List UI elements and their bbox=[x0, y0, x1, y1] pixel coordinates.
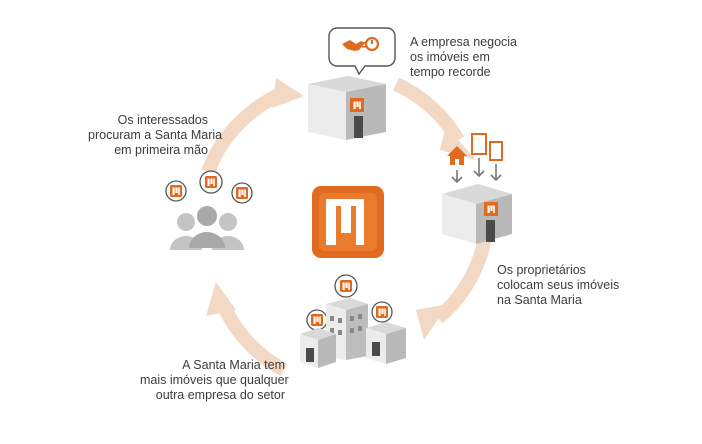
apartment-icon bbox=[471, 133, 503, 161]
caption-line: Os proprietários bbox=[497, 263, 586, 277]
caption-line: tempo recorde bbox=[410, 65, 491, 79]
property-intake-icon bbox=[442, 133, 512, 244]
caption-line: os imóveis em bbox=[410, 50, 490, 64]
caption-line: mais imóveis que qualquer bbox=[140, 373, 289, 387]
negotiation-building bbox=[308, 27, 396, 140]
arrow-head-right bbox=[416, 304, 448, 340]
caption-line: colocam seus imóveis bbox=[497, 278, 620, 292]
down-arrow-icons bbox=[451, 158, 502, 184]
caption-interested-seek: Os interessados procuram a Santa Maria e… bbox=[88, 113, 223, 158]
caption-line: Os interessados bbox=[117, 113, 208, 127]
people-icon bbox=[165, 170, 253, 250]
handshake-speed-icon bbox=[342, 36, 380, 52]
arrow-head-top-right bbox=[440, 126, 476, 160]
caption-line: outra empresa do setor bbox=[155, 388, 285, 402]
caption-most-properties: A Santa Maria tem mais imóveis que qualq… bbox=[140, 358, 289, 403]
arrow-heads bbox=[206, 78, 476, 340]
caption-line: A Santa Maria tem bbox=[182, 358, 285, 372]
arrow-top-right bbox=[392, 77, 465, 144]
arrow-head-left bbox=[272, 78, 304, 108]
caption-negotiates: A empresa negocia os imóveis em tempo re… bbox=[410, 35, 517, 80]
buildings-icon bbox=[300, 274, 406, 368]
caption-line: em primeira mão bbox=[114, 143, 208, 157]
house-icon bbox=[447, 146, 467, 165]
caption-line: procuram a Santa Maria bbox=[88, 128, 223, 142]
arrow-head-bottom-left bbox=[206, 282, 236, 316]
speech-bubble-icon bbox=[328, 27, 396, 76]
santa-maria-logo-icon bbox=[312, 186, 384, 258]
arrow-right bbox=[433, 236, 492, 324]
caption-owners-list: Os proprietários colocam seus imóveis na… bbox=[497, 263, 619, 308]
caption-line: A empresa negocia bbox=[410, 35, 518, 49]
caption-line: na Santa Maria bbox=[497, 293, 582, 307]
